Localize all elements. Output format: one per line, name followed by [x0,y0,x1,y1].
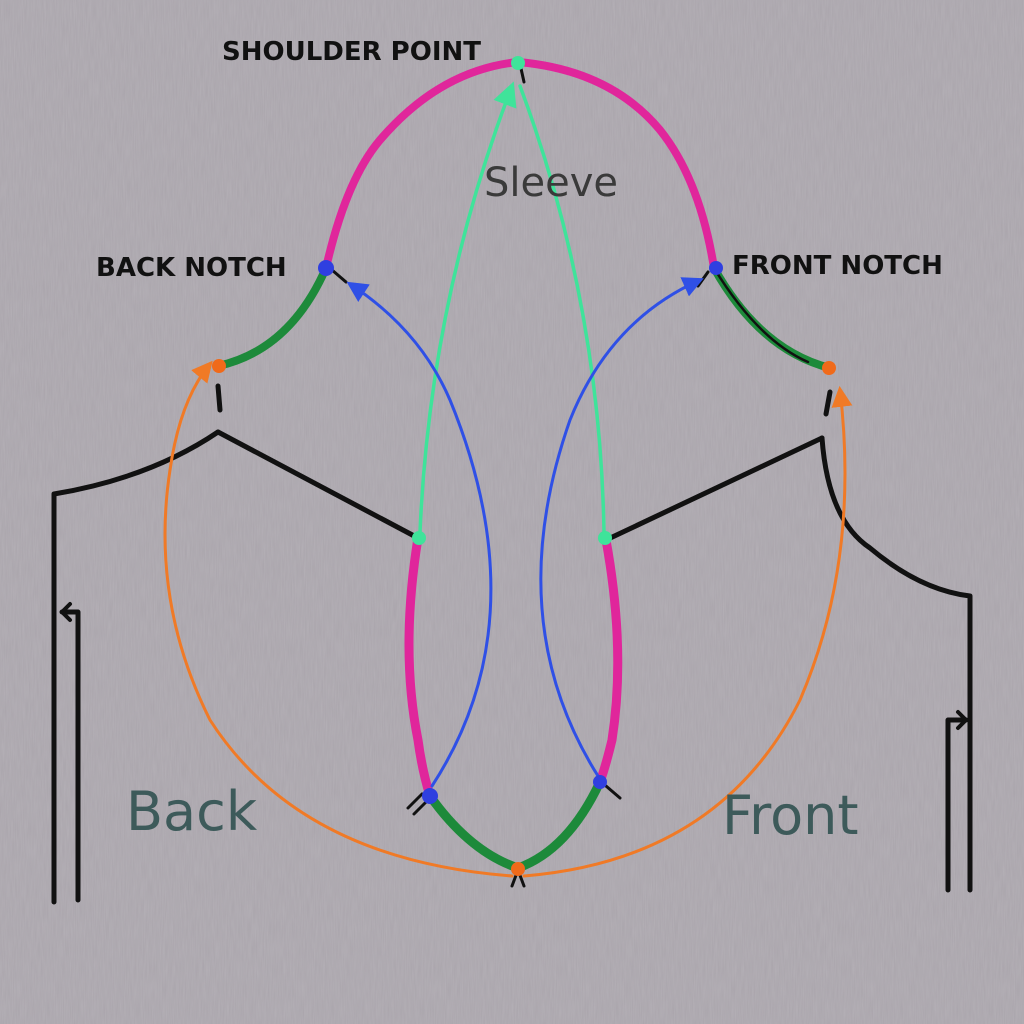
sleeve-cap [214,58,834,372]
front-neckline [819,435,973,893]
front-center-line [945,717,969,893]
back-underarm-match-arrow [163,360,514,878]
front-notch-match-arrow [539,277,704,778]
back-armhole-notch-dot [422,788,438,804]
sleeve-cap-back-upper [322,58,522,272]
back-notch-dot [318,260,334,276]
front-underarm-dot [822,361,836,375]
sleeve-cap-back-lower [214,264,330,370]
bodice-armholes [404,533,623,888]
front-notch-dot [709,261,723,275]
back-notch-tick [330,268,348,284]
sleeve-cap-front-upper [514,58,718,272]
back-shoulder-notch [215,383,223,413]
shoulder-point-label: SHOULDER POINT [222,37,481,67]
back-neckline [51,429,221,905]
back-shoulder [215,429,421,541]
back-notch-match-arrow [346,281,493,788]
shoulder-point-dot [511,56,525,70]
back-center-line [59,609,81,903]
back-armhole-upper [404,533,435,801]
front-label: Front [722,784,859,847]
front-armhole-lower [513,777,605,873]
back-armhole-lower [425,791,523,873]
back-underarm-dot [212,359,226,373]
match-arrows [163,81,853,878]
front-grainline-arrow [956,710,968,730]
front-shoulder-notch [823,389,833,417]
underarm-seam-dot [511,862,525,876]
front-bodice [603,389,973,893]
back-shoulder-dot [412,531,426,545]
back-grainline-arrow [60,602,72,622]
sleeve-cap-black-overlay [712,266,810,364]
front-notch-label: FRONT NOTCH [732,251,943,281]
back-notch-label: BACK NOTCH [96,253,287,283]
shoulder-match-arrow-front [518,84,606,534]
front-underarm-match-arrow [522,385,853,878]
back-bodice [51,383,421,905]
front-single-notch [604,784,622,800]
front-shoulder-dot [598,531,612,545]
front-armhole-notch-dot [593,775,607,789]
front-armhole-upper [595,535,623,787]
sleeve-label: Sleeve [484,160,618,206]
shoulder-match-arrow-back [418,81,517,534]
match-dots [212,56,836,876]
front-shoulder [603,435,825,543]
back-label: Back [126,780,258,843]
